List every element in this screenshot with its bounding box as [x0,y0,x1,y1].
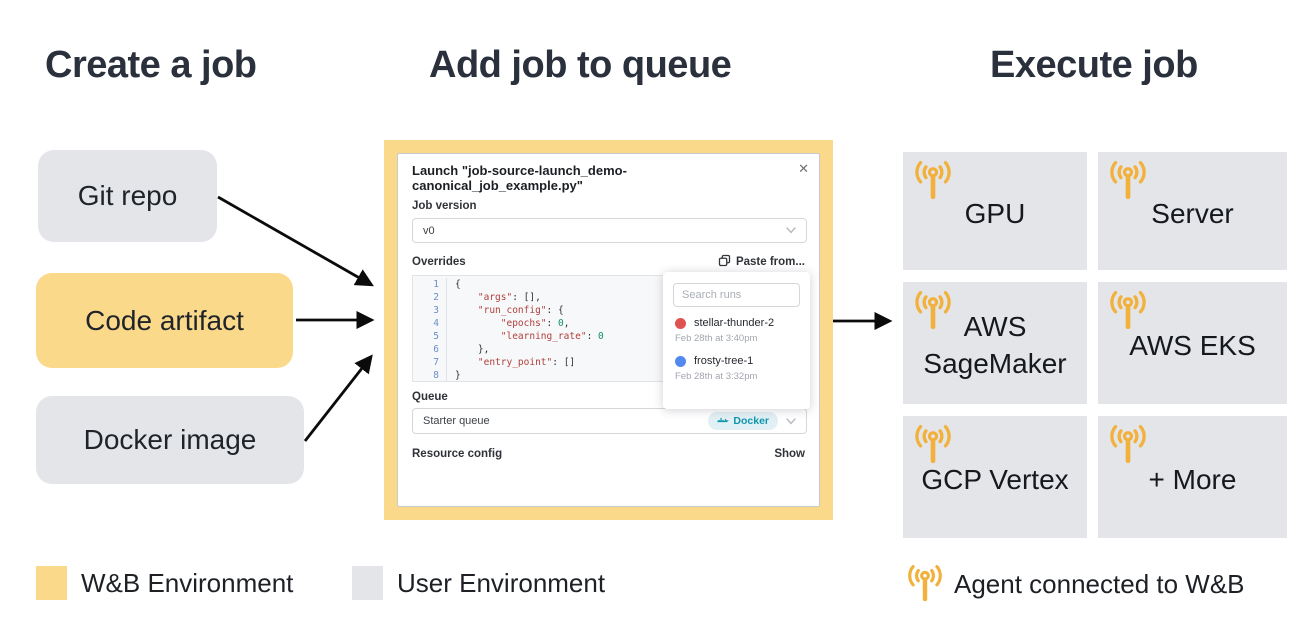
execute-target-label: AWS EKS [1129,329,1256,361]
legend-agent: Agent connected to W&B [906,564,1245,604]
agent-antenna-icon [1108,290,1148,332]
source-box-code-artifact: Code artifact [36,273,293,368]
run-timestamp: Feb 28th at 3:40pm [675,333,758,344]
line-number: 2 [413,291,447,304]
heading-add-job-to-queue: Add job to queue [429,44,732,86]
code-text: { [455,279,461,290]
show-resource-config-button[interactable]: Show [774,448,805,460]
heading-execute-job: Execute job [990,44,1198,86]
overrides-label: Overrides [412,256,466,268]
source-box-docker-image: Docker image [36,396,304,484]
line-number: 5 [413,330,447,343]
legend-wandb-label: W&B Environment [81,567,294,598]
agent-antenna-icon [1108,160,1148,202]
code-line: 3 "run_config": { [413,304,806,317]
queue-label: Queue [412,391,448,403]
agent-antenna-icon [1108,424,1148,466]
code-text: } [455,370,461,381]
execute-target-box: AWS EKS [1098,282,1287,404]
run-list-item[interactable]: frosty-tree-1 Feb 28th at 3:32pm [663,350,810,388]
execute-target-label: GCP Vertex [921,463,1069,495]
chevron-down-icon [786,227,796,234]
paste-from-button[interactable]: Paste from... [718,254,805,270]
runs-popup: stellar-thunder-2 Feb 28th at 3:40pm fro… [663,272,810,409]
legend-wandb-environment: W&B Environment [36,566,293,600]
search-runs-input[interactable] [673,283,800,307]
execute-target-label: GPU [964,197,1026,229]
execute-targets-grid: GPU Server AWS SageMaker AWS EKS GCP Ver… [903,152,1287,538]
run-list-item[interactable]: stellar-thunder-2 Feb 28th at 3:40pm [663,312,810,350]
agent-antenna-icon [906,564,944,604]
code-line: 6 }, [413,343,806,356]
execute-target-box: GCP Vertex [903,416,1087,538]
code-text: "args": [], [477,292,541,303]
close-icon[interactable]: ✕ [798,161,809,176]
job-version-value: v0 [423,224,435,237]
docker-whale-icon [717,416,729,426]
agent-antenna-icon [913,160,953,202]
code-text: "epochs": 0, [500,318,570,329]
runs-list: stellar-thunder-2 Feb 28th at 3:40pm fro… [663,312,810,388]
queue-value: Starter queue [423,415,490,427]
code-artifact-label: Code artifact [85,304,244,336]
line-number: 4 [413,317,447,330]
execute-target-label: + More [1148,463,1237,495]
agent-antenna-icon [913,290,953,332]
code-line: 8 } [413,369,806,381]
agent-antenna-icon [913,424,953,466]
code-line: 1 { [413,278,806,291]
launch-drawer-title: Launch "job-source-launch_demo-canonical… [412,163,627,193]
code-text: }, [455,344,490,355]
copy-icon [718,254,731,270]
code-line: 7 "entry_point": [] [413,356,806,369]
arrow-docker-image-to-queue [303,354,373,442]
line-number: 7 [413,356,447,369]
chevron-down-icon [786,417,796,425]
source-box-git-repo: Git repo [38,150,217,242]
paste-from-label: Paste from... [735,256,805,268]
launch-drawer: Launch "job-source-launch_demo-canonical… [397,153,820,507]
run-name: stellar-thunder-2 [694,317,775,329]
execute-target-box: AWS SageMaker [903,282,1087,404]
execute-target-box: GPU [903,152,1087,270]
legend-agent-label: Agent connected to W&B [954,568,1245,599]
run-color-dot [675,317,686,329]
wandb-swatch [36,566,67,600]
execute-target-label: AWS SageMaker [923,311,1067,379]
run-timestamp: Feb 28th at 3:32pm [675,371,758,382]
line-number: 8 [413,369,447,381]
git-repo-label: Git repo [77,180,178,211]
code-line: 4 "epochs": 0, [413,317,806,330]
line-number: 3 [413,304,447,317]
code-line: 5 "learning_rate": 0 [413,330,806,343]
job-version-label: Job version [412,200,477,212]
run-name: frosty-tree-1 [694,355,754,367]
execute-target-label: Server [1151,197,1234,229]
user-swatch [352,566,383,600]
line-number: 6 [413,343,447,356]
resource-config-label: Resource config [412,448,503,460]
run-color-dot [675,355,686,367]
arrow-git-repo-to-queue [217,195,374,287]
code-line: 2 "args": [], [413,291,806,304]
heading-create-job: Create a job [45,44,257,86]
execute-target-box: Server [1098,152,1287,270]
queue-select[interactable]: Starter queue Docker [412,408,807,434]
line-number: 1 [413,278,447,291]
docker-badge: Docker [708,412,778,430]
docker-image-label: Docker image [83,424,257,455]
code-text: "entry_point": [] [477,357,576,368]
execute-target-box: + More [1098,416,1287,538]
code-text: "run_config": { [477,305,564,316]
code-text: "learning_rate": 0 [500,331,604,342]
legend-user-environment: User Environment [352,566,605,600]
legend-user-label: User Environment [397,567,606,598]
docker-badge-label: Docker [733,415,769,427]
job-version-select[interactable]: v0 [412,218,807,243]
